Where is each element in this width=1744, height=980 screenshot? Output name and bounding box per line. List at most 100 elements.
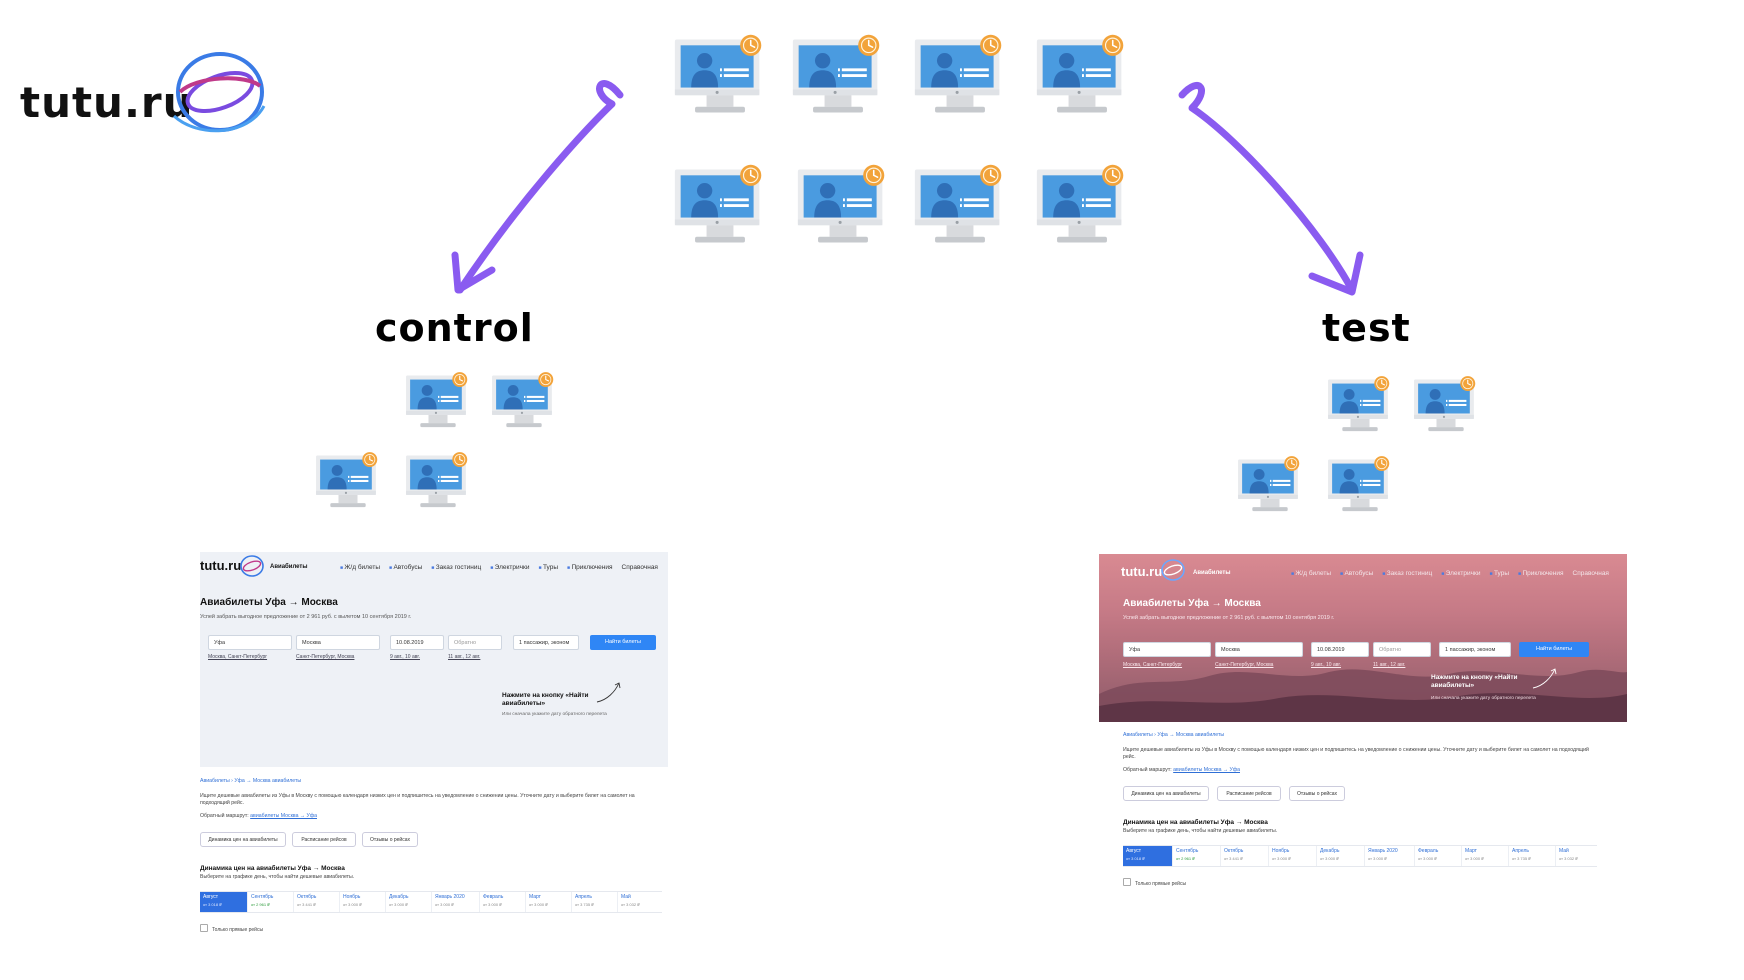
mini-nav-item[interactable]: Заказ гостиниц xyxy=(1382,570,1432,577)
mini-breadcrumb[interactable]: Авиабилеты › Уфа → Москва авиабилеты xyxy=(200,778,302,784)
mini-from-input[interactable]: Уфа xyxy=(208,635,292,650)
mini-date-input[interactable]: 10.08.2019 xyxy=(390,635,444,650)
mini-subtitle: Успей забрать выгодное предложение от 2 … xyxy=(200,614,412,620)
mini-search-button[interactable]: Найти билеты xyxy=(1519,642,1589,657)
mini-note-title: Нажмите на кнопку «Найти авиабилеты» xyxy=(1431,674,1518,689)
mini-title: Авиабилеты Уфа → Москва xyxy=(1123,598,1261,609)
mini-to-input[interactable]: Москва xyxy=(296,635,380,650)
globe-icon xyxy=(172,52,266,133)
mini-hint-arrow-icon xyxy=(1532,668,1557,689)
mini-hint-arrow-icon xyxy=(596,682,621,703)
mini-breadcrumb[interactable]: Авиабилеты › Уфа → Москва авиабилеты xyxy=(1123,732,1225,738)
mini-nav-item[interactable]: Электрички xyxy=(490,564,529,571)
arrow-to-control-icon xyxy=(451,80,624,294)
mini-to-hints[interactable]: Санкт-Петербург, Москва xyxy=(296,654,355,660)
mini-back-input[interactable]: Обратно xyxy=(448,635,502,650)
mini-dynamics-sub: Выберите на графике день, чтобы найти де… xyxy=(1123,828,1278,834)
mini-tab-reviews[interactable]: Отзывы о рейсах xyxy=(362,832,418,847)
mini-back-hints[interactable]: 11 авг., 12 авг. xyxy=(1373,662,1406,668)
mini-nav-item[interactable]: Автобусы xyxy=(389,564,422,571)
computer-user-clock-icon xyxy=(490,370,558,434)
mini-tab-reviews[interactable]: Отзывы о рейсах xyxy=(1289,786,1345,801)
mini-back-input[interactable]: Обратно xyxy=(1373,642,1431,657)
mini-date-input[interactable]: 10.08.2019 xyxy=(1311,642,1369,657)
arrow-to-test-icon xyxy=(1178,82,1364,296)
mini-body-text: Ищите дешевые авиабилеты из Уфы в Москву… xyxy=(200,793,635,806)
mini-nav-item[interactable]: Автобусы xyxy=(1340,570,1373,577)
mini-from-hints[interactable]: Москва, Санкт-Петербург xyxy=(208,654,268,660)
mini-nav-item[interactable]: Справочная xyxy=(621,564,658,571)
mini-from-hints[interactable]: Москва, Санкт-Петербург xyxy=(1123,662,1183,668)
mini-title: Авиабилеты Уфа → Москва xyxy=(200,597,338,608)
mini-nav-item[interactable]: Приключения xyxy=(567,564,613,571)
mini-section: Авиабилеты xyxy=(270,564,308,570)
mini-date-hints[interactable]: 9 авг., 10 авг. xyxy=(1311,662,1341,668)
mini-tab-dynamics[interactable]: Динамика цен на авиабилеты xyxy=(1123,786,1209,801)
mini-logo: tutu.ru xyxy=(200,558,242,573)
mini-note-title: Нажмите на кнопку «Найти авиабилеты» xyxy=(502,692,589,707)
mini-note-sub: Или сначала укажите дату обратного перел… xyxy=(1431,696,1536,701)
mini-nav-item[interactable]: Заказ гостиниц xyxy=(431,564,481,571)
mini-nav-item[interactable]: Электрички xyxy=(1441,570,1480,577)
mini-tab-dynamics[interactable]: Динамика цен на авиабилеты xyxy=(200,832,286,847)
mini-return-label: Обратный маршрут: xyxy=(1123,767,1172,773)
computer-user-clock-icon xyxy=(1326,374,1394,438)
mini-nav-item[interactable]: Ж/д билеты xyxy=(1291,570,1331,577)
mini-dynamics-sub: Выберите на графике день, чтобы найти де… xyxy=(200,874,355,880)
mini-passengers-select[interactable]: 1 пассажир, эконом xyxy=(1439,642,1511,657)
mini-dynamics-title: Динамика цен на авиабилеты Уфа → Москва xyxy=(1123,819,1268,826)
mini-return: Обратный маршрут: авиабилеты Москва → Уф… xyxy=(200,813,317,820)
mini-search-button[interactable]: Найти билеты xyxy=(590,635,656,650)
mini-tab-schedule[interactable]: Расписание рейсов xyxy=(1217,786,1281,801)
mini-return-label: Обратный маршрут: xyxy=(200,813,249,819)
mini-return-link[interactable]: авиабилеты Москва → Уфа xyxy=(250,813,317,819)
mini-to-hints[interactable]: Санкт-Петербург, Москва xyxy=(1215,662,1274,668)
mini-nav-item[interactable]: Туры xyxy=(539,564,559,571)
computer-user-clock-icon xyxy=(314,450,382,514)
mini-nav-item[interactable]: Туры xyxy=(1490,570,1510,577)
mini-clouds xyxy=(1099,669,1627,722)
mini-return-link[interactable]: авиабилеты Москва → Уфа xyxy=(1173,767,1240,773)
mini-tab-schedule[interactable]: Расписание рейсов xyxy=(292,832,356,847)
control-screenshot: tutu.ru Авиабилеты Ж/д билеты Автобусы Зак… xyxy=(200,552,668,937)
mini-direct-only-checkbox[interactable]: Только прямые рейсы xyxy=(200,924,263,933)
test-screenshot: tutu.ru Авиабилеты Ж/д билетыАвтобусыЗак… xyxy=(1099,554,1627,890)
computer-user-clock-icon xyxy=(404,450,472,514)
mini-nav-item[interactable]: Приключения xyxy=(1518,570,1564,577)
mini-logo: tutu.ru xyxy=(1121,564,1163,579)
mini-date-hints[interactable]: 9 авг., 10 авг. xyxy=(390,654,420,660)
mini-from-input[interactable]: Уфа xyxy=(1123,642,1211,657)
mini-body-text: Ищите дешевые авиабилеты из Уфы в Москву… xyxy=(1123,747,1589,760)
mini-subtitle: Успей забрать выгодное предложение от 2 … xyxy=(1123,615,1335,621)
mini-back-hints[interactable]: 11 авг., 12 авг. xyxy=(448,654,481,660)
computer-user-clock-icon xyxy=(1236,454,1304,518)
mini-globe-icon xyxy=(1161,559,1185,581)
mini-nav-item[interactable]: Справочная xyxy=(1572,570,1609,577)
mini-direct-only-checkbox[interactable]: Только прямые рейсы xyxy=(1123,878,1186,887)
mini-nav-item[interactable]: Ж/д билеты xyxy=(340,564,380,571)
mini-passengers-select[interactable]: 1 пассажир, эконом xyxy=(513,635,579,650)
mini-to-input[interactable]: Москва xyxy=(1215,642,1303,657)
tutu-logo: tutu.ru xyxy=(20,40,266,150)
